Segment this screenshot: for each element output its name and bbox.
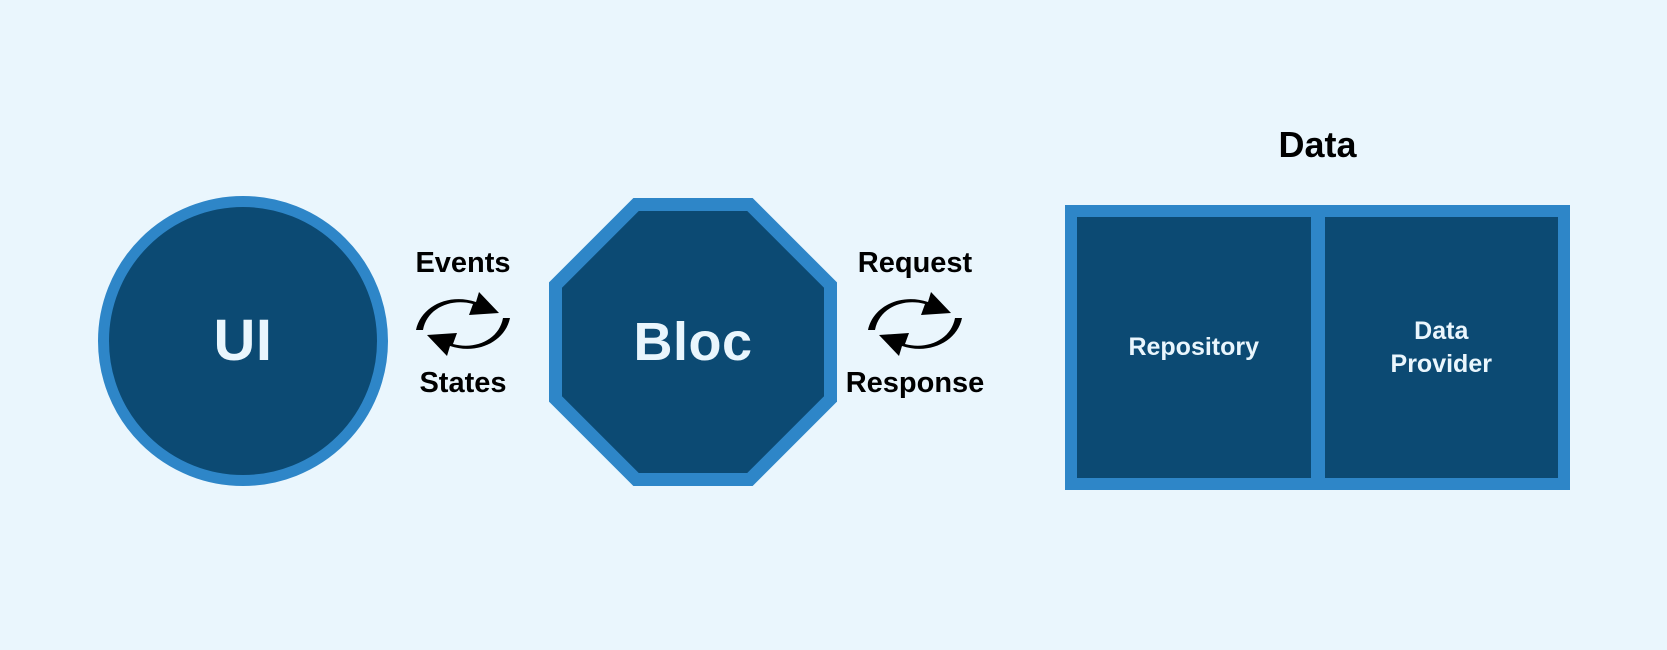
node-bloc[interactable]: Bloc [549, 198, 837, 486]
node-bloc-label-wrap: Bloc [549, 198, 837, 486]
node-bloc-label: Bloc [633, 312, 753, 372]
exchange-label-request: Request [857, 247, 973, 279]
exchange-ui-bloc: Events States [357, 247, 569, 400]
cycle-arrows-icon [868, 291, 962, 356]
exchange-label-response: Response [845, 366, 985, 399]
group-data-title: Data [1278, 124, 1357, 165]
node-repository[interactable]: Repository [1077, 217, 1311, 478]
node-ui-label: UI [213, 308, 273, 373]
group-data: Data Repository Data Provider [1065, 127, 1570, 490]
group-data-frame: Repository Data Provider [1065, 205, 1570, 490]
exchange-label-states: States [419, 366, 507, 399]
node-ui[interactable]: UI [98, 196, 388, 486]
cycle-arrows-icon [416, 291, 510, 356]
exchange-bloc-data: Request Response [790, 247, 1040, 400]
node-data-provider[interactable]: Data Provider [1324, 217, 1558, 478]
exchange-label-events: Events [415, 247, 511, 279]
node-bloc-fill [562, 211, 824, 473]
